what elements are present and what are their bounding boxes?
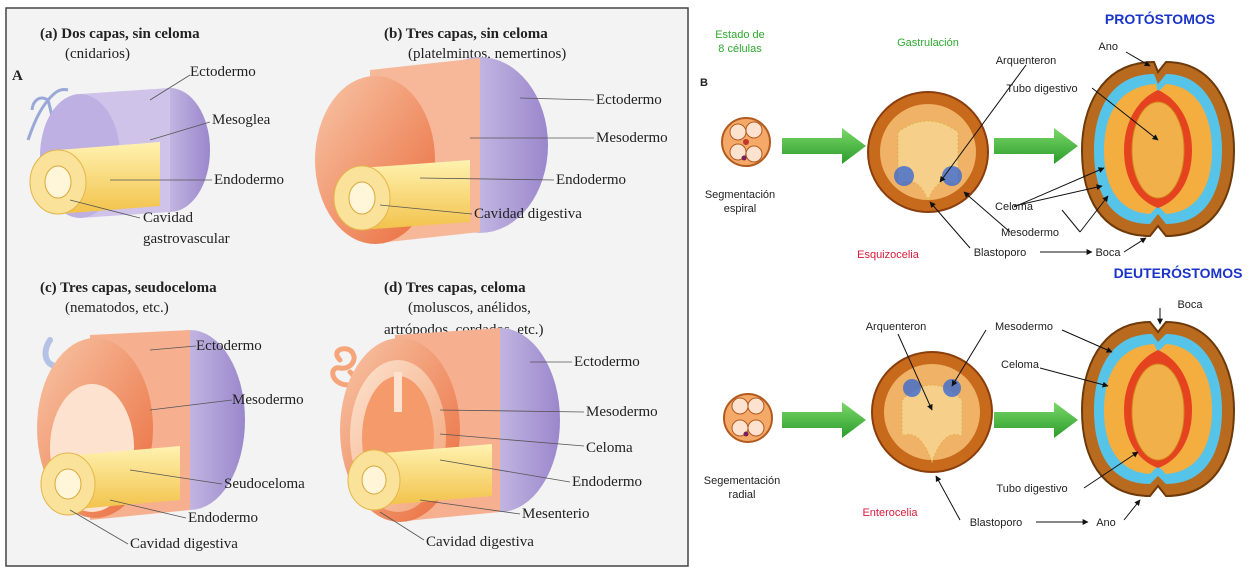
label-b-endodermo: Endodermo [556,172,626,188]
top-tubo: Tubo digestivo [1006,83,1077,95]
top-ano: Ano [1098,41,1118,53]
top-arquenteron: Arquenteron [996,55,1057,67]
seg-bottom-2: radial [729,489,756,501]
cell-d-title: (d) Tres capas, celoma [384,280,526,296]
label-d-ectodermo: Ectodermo [574,354,640,370]
label-a-gastrovascular: gastrovascular [143,231,230,247]
tube-d-cavity [362,466,386,494]
top-blastoporo: Blastoporo [974,247,1027,259]
row-deuterostomes: Segementación radial [704,299,1234,529]
bottom-boca: Boca [1177,299,1203,311]
panel-b: B Estado de 8 células Gastrulación PROTÓ… [700,10,1242,529]
top-celoma: Celoma [995,201,1034,213]
cell-c-subtitle: (nematodos, etc.) [65,300,169,316]
bottom-enterocelia: Enterocelia [862,507,918,519]
tube-b-cavity [349,182,375,214]
seg-top-2: espiral [724,203,756,215]
cell-b-title: (b) Tres capas, sin celoma [384,26,548,42]
panel-a-letter: A [12,68,23,84]
estado-label-1: Estado de [715,29,765,41]
bottom-mesodermo: Mesodermo [995,321,1053,333]
embryo-8cell-top [722,118,770,166]
bottom-blastoporo: Blastoporo [970,517,1023,529]
arrow-bottom-2 [994,402,1078,438]
label-a-endodermo: Endodermo [214,172,284,188]
tube-d-mesentery [394,372,402,412]
bottom-ano: Ano [1096,517,1116,529]
arrow-bottom-1 [782,402,866,438]
bottom-arquenteron: Arquenteron [866,321,927,333]
arrow-top-1 [782,128,866,164]
tube-c-cavity [55,469,81,499]
deuterostomos-title: DEUTERÓSTOMOS [1114,264,1243,281]
label-b-ectodermo: Ectodermo [596,92,662,108]
cell-d-subtitle: (moluscos, anélidos, [408,300,531,316]
gastrula-top [868,92,988,212]
label-b-mesodermo: Mesodermo [596,130,668,146]
label-a-mesoglea: Mesoglea [212,112,271,128]
protostome-body [1082,62,1234,236]
label-d-endodermo: Endodermo [572,474,642,490]
embryo-8cell-bottom [724,394,772,442]
panel-b-letter: B [700,77,708,89]
label-a-cavidad: Cavidad [143,210,193,226]
label-d-celoma: Celoma [586,440,633,456]
top-boca: Boca [1095,247,1121,259]
label-c-ectodermo: Ectodermo [196,338,262,354]
cell-a-subtitle: (cnidarios) [65,46,130,62]
cell-a-title: (a) Dos capas, sin celoma [40,26,200,42]
label-a-ectodermo: Ectodermo [190,64,256,80]
label-b-cavidad: Cavidad digestiva [474,206,582,222]
row-protostomes: Segmentación espiral [705,41,1234,261]
estado-label-2: 8 células [718,43,762,55]
label-d-mesenterio: Mesenterio [522,506,589,522]
label-c-endodermo: Endodermo [188,510,258,526]
gastrula-bottom [872,352,992,472]
seg-bottom-1: Segementación [704,475,780,487]
seg-top-1: Segmentación [705,189,775,201]
cell-c-title: (c) Tres capas, seudoceloma [40,280,217,296]
deuterostome-body [1082,322,1234,496]
tube-a-cavity [45,166,71,198]
label-c-cavidad: Cavidad digestiva [130,536,238,552]
label-c-mesodermo: Mesodermo [232,392,304,408]
label-d-mesodermo: Mesodermo [586,404,658,420]
bottom-tubo: Tubo digestivo [996,483,1067,495]
top-esquizocelia: Esquizocelia [857,249,920,261]
top-mesodermo: Mesodermo [1001,227,1059,239]
panel-a: A (a) Dos capas, sin celoma (cnidarios) … [6,8,688,566]
protostomos-title: PROTÓSTOMOS [1105,10,1215,27]
bottom-celoma: Celoma [1001,359,1040,371]
label-c-seudoceloma: Seudoceloma [224,476,305,492]
arrow-top-2 [994,128,1078,164]
gastrulacion-label: Gastrulación [897,37,959,49]
label-d-cavidad: Cavidad digestiva [426,534,534,550]
